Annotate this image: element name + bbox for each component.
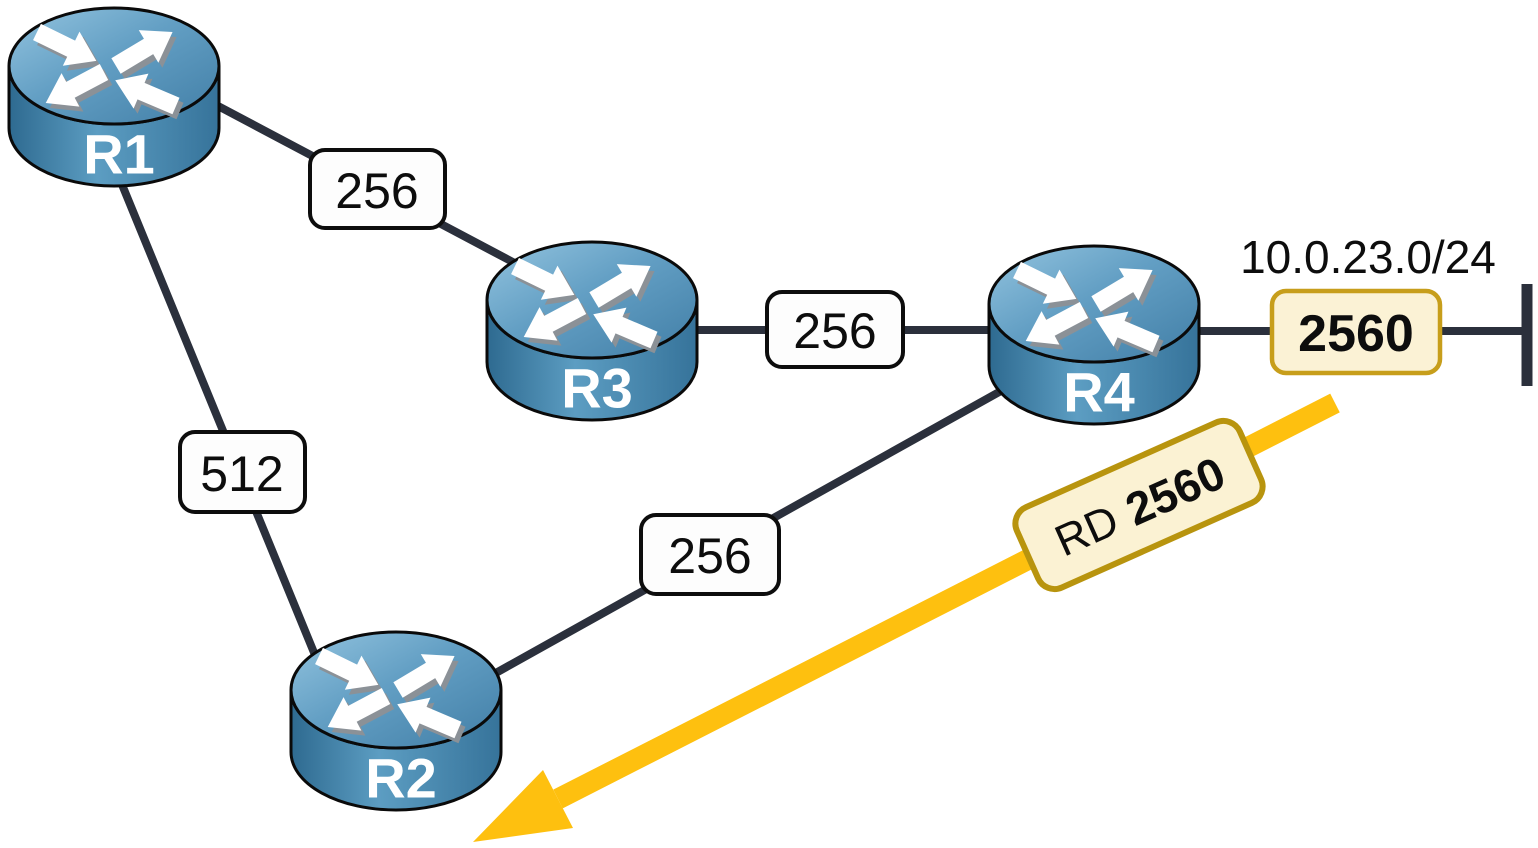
router-r4: R4 — [989, 246, 1199, 424]
router-label-r2: R2 — [365, 747, 437, 810]
router-label-r1: R1 — [83, 123, 155, 186]
cost-box-r3-r4: 256 — [765, 290, 905, 369]
network-prefix-label: 10.0.23.0/24 — [1240, 231, 1496, 283]
cost-label-r1-r3: 256 — [335, 163, 418, 219]
cost-box-r1-r3: 256 — [308, 148, 447, 230]
cost-box-bg — [308, 148, 447, 230]
rd-badge: RD2560 — [1012, 417, 1266, 593]
router-r3: R3 — [487, 242, 697, 420]
router-r1: R1 — [9, 8, 219, 186]
cost-label-r1-r2: 512 — [200, 446, 283, 502]
rd-badge-bg — [1012, 417, 1266, 593]
cost-label-r2-r4: 256 — [668, 528, 751, 584]
rd-arrow-head-icon — [473, 770, 573, 842]
cost-label-r3-r4: 256 — [793, 303, 876, 359]
router-label-r4: R4 — [1063, 361, 1135, 424]
cost-box-r2-r4: 256 — [639, 513, 781, 596]
cost-box-r1-r2: 512 — [178, 430, 307, 514]
cost-box-bg — [639, 513, 781, 596]
cost-box-r4-lan: 2560 — [1269, 288, 1443, 376]
cost-label-r4-lan: 2560 — [1298, 305, 1414, 363]
cost-box-bg — [765, 290, 905, 369]
link-r1-r2 — [96, 127, 344, 720]
lan-cost-box-bg — [1269, 288, 1443, 376]
router-label-r3: R3 — [561, 357, 633, 420]
cost-box-bg — [178, 430, 307, 514]
router-r2: R2 — [291, 632, 501, 810]
